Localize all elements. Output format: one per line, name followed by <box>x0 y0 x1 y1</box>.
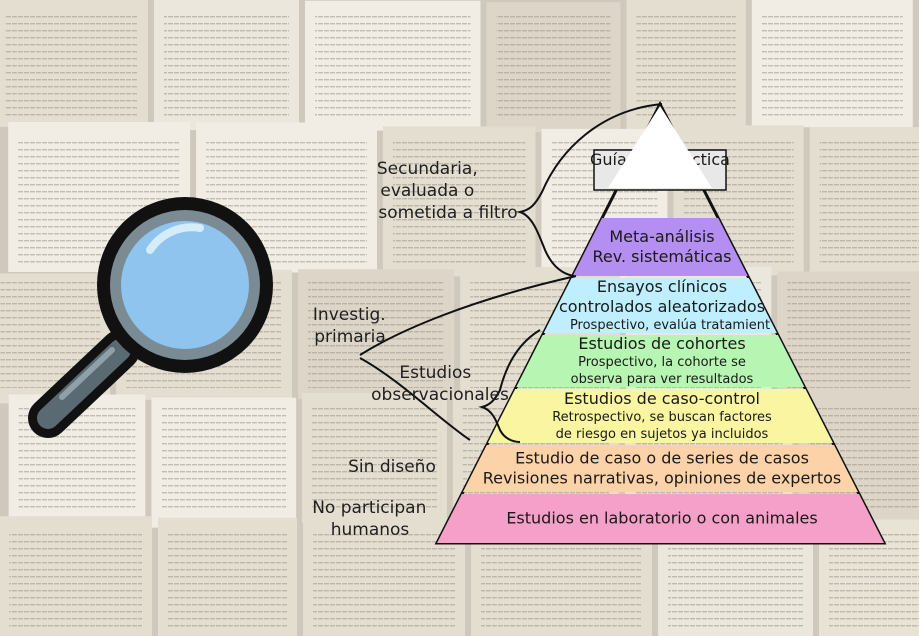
evidence-pyramid: Guías de prácticaclínicaMeta-análisisRev… <box>434 100 887 545</box>
pyramid-level-title: Estudios de caso-control <box>564 389 760 408</box>
label-estudios-observacionales: Estudios observacionales <box>371 363 509 405</box>
book-text-lines <box>314 12 471 118</box>
book-text-lines <box>636 12 736 118</box>
book-text-lines <box>761 12 903 118</box>
book-text-lines <box>163 12 289 118</box>
pyramid-band <box>516 335 805 387</box>
book-text-lines <box>168 532 288 628</box>
pyramid-level-description: de riesgo en sujetos ya incluidos <box>556 427 769 442</box>
book-text-lines <box>4 12 138 118</box>
pyramid-level-description: Prospectivo, la cohorte se <box>578 355 746 370</box>
pyramid-level-title: Estudios de cohortes <box>578 334 745 353</box>
pyramid-level-title: Meta-análisis <box>609 227 714 246</box>
pyramid-band <box>487 389 833 443</box>
book-text-lines <box>307 282 445 388</box>
book-text-lines <box>481 532 643 628</box>
book-text-lines <box>392 137 526 263</box>
book-text-lines <box>161 407 287 513</box>
book-text-lines <box>9 532 143 628</box>
book-text-lines <box>313 532 456 628</box>
label-secundaria: Secundaria, evaluada o sometida a filtro <box>377 159 518 223</box>
book-text-lines <box>312 407 437 513</box>
pyramid-tip <box>608 106 712 188</box>
pyramid-level-title: Ensayos clínicos <box>597 277 727 296</box>
pyramid-level-description: observa para ver resultados <box>571 372 754 387</box>
pyramid-level-description: Retrospectivo, se buscan factores <box>552 410 772 425</box>
book-text-lines <box>496 12 611 118</box>
label-no-participan-humanos: No participan humanos <box>312 498 432 540</box>
book-text-lines <box>829 532 919 628</box>
pyramid-level-title: Estudios en laboratorio o con animales <box>506 509 817 528</box>
pyramid-level-title: Estudio de caso o de series de casos <box>515 449 809 468</box>
magnifier-icon <box>28 197 273 438</box>
label-investig-primaria: Investig. primaria <box>313 305 391 347</box>
pyramid-level-title: Rev. sistemáticas <box>593 247 732 266</box>
pyramid-band <box>572 218 748 276</box>
pyramid-level-title: Revisiones narrativas, opiniones de expe… <box>483 469 842 488</box>
pyramid-band <box>462 445 858 492</box>
book-text-lines <box>668 532 804 628</box>
side-labels: Secundaria, evaluada o sometida a filtro… <box>312 159 517 540</box>
pyramid-band <box>437 494 884 543</box>
pyramid-level-description: Prospectivo, evalúa tratamient <box>570 318 770 333</box>
pyramid-level-series: Estudio de caso o de series de casosRevi… <box>462 445 858 492</box>
pyramid-level-lab: Estudios en laboratorio o con animales <box>437 494 884 543</box>
bracket-lines <box>359 103 663 443</box>
pyramid-level-title: controlados aleatorizados <box>559 297 765 316</box>
book-text-lines <box>787 282 911 388</box>
pyramid-band <box>543 278 777 333</box>
book-text-lines <box>819 137 919 263</box>
label-sin-diseno: Sin diseño <box>348 457 436 477</box>
